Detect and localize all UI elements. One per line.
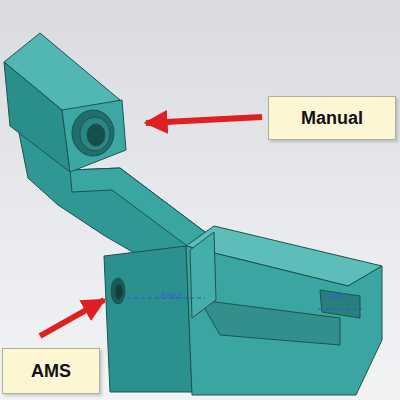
callout-text: Manual bbox=[301, 108, 363, 129]
axis-label: Axis1 bbox=[324, 291, 346, 301]
callout-box: Manual bbox=[268, 96, 396, 140]
axis-label: Axis2 bbox=[160, 290, 182, 300]
callout-box: AMS bbox=[2, 348, 100, 394]
callout-text: AMS bbox=[31, 361, 71, 382]
